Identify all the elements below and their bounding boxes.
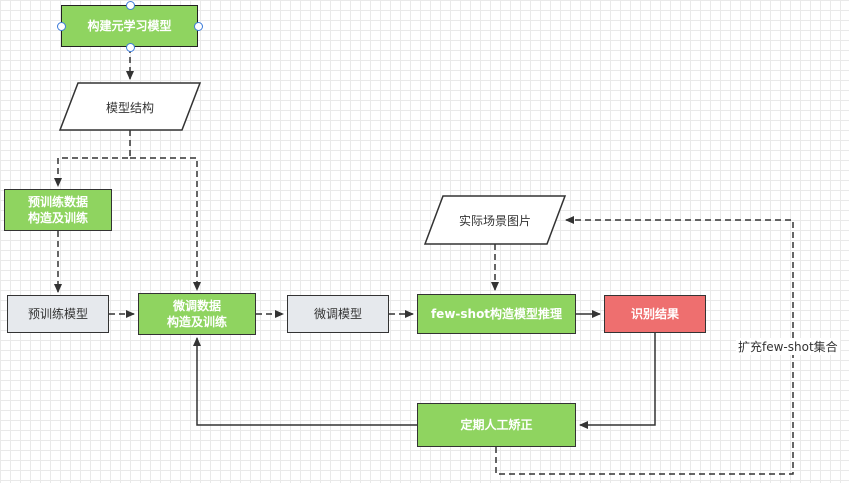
edge-correction-to-scene-expand [495,216,794,475]
edge-result-to-correction [579,333,656,429]
resize-handle-left[interactable] [57,22,66,31]
build-meta-learning-node[interactable]: 构建元学习模型 [61,5,198,47]
edge-structure-to-pretrain-data [54,130,131,187]
edge-correction-to-finetune-data [193,337,417,426]
scene-image-shape[interactable] [423,195,567,245]
model-structure-shape[interactable] [58,82,202,131]
fewshot-inference-node[interactable]: few-shot构造模型推理 [417,294,576,334]
resize-handle-top[interactable] [126,1,135,10]
scene-image-label: 实际场景图片 [458,213,531,228]
model-structure-label: 模型结构 [105,100,154,115]
expand-fewshot-label: 扩充few-shot集合 [736,338,840,355]
manual-correction-node[interactable]: 定期人工矫正 [417,403,576,447]
finetune-data-node[interactable]: 微调数据 构造及训练 [138,293,256,335]
recognition-result-node[interactable]: 识别结果 [604,295,706,333]
pretrain-model-node[interactable]: 预训练模型 [7,295,109,333]
edge-structure-to-finetune-data [130,157,201,291]
finetune-model-node[interactable]: 微调模型 [287,295,389,333]
resize-handle-right[interactable] [194,22,203,31]
resize-handle-bottom[interactable] [126,43,135,52]
pretrain-data-node[interactable]: 预训练数据 构造及训练 [4,189,112,231]
